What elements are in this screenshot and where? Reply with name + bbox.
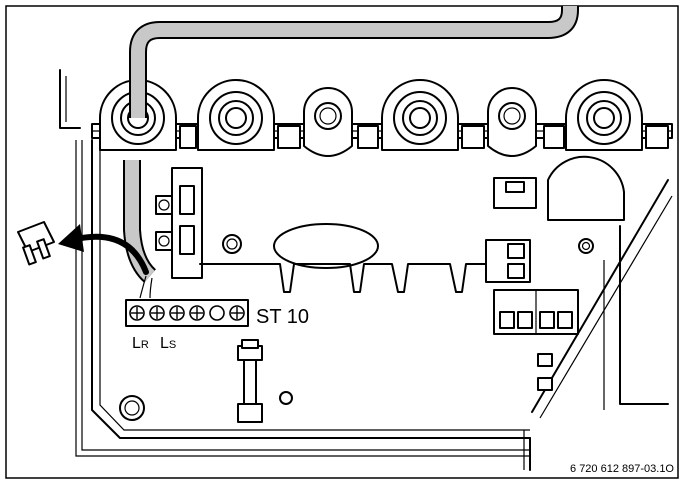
blind-gland-1	[303, 87, 353, 157]
small-pins	[537, 353, 553, 391]
ls-label: LS	[160, 335, 176, 352]
jumper-bridge-icon	[17, 221, 55, 266]
rail-clips	[179, 125, 669, 149]
lr-main: L	[132, 335, 141, 352]
diagram-frame	[5, 5, 679, 479]
mounting-bracket	[237, 339, 263, 423]
terminal-slots	[129, 305, 245, 321]
terminal-label: ST 10	[256, 306, 309, 328]
round-component	[547, 155, 625, 254]
connector-4pin	[493, 289, 579, 335]
removal-arrow-icon	[58, 224, 149, 275]
connector-upper	[493, 177, 537, 209]
fuse-holder	[155, 167, 203, 279]
figure-code: 6 720 612 897-03.1O	[570, 463, 674, 475]
ls-sub: S	[169, 339, 176, 351]
terminal-empty	[209, 305, 225, 321]
mounting-holes	[119, 391, 293, 421]
cable-gland-3	[381, 79, 459, 151]
cable-gland-4	[565, 79, 643, 151]
terminal-block-st10	[125, 299, 249, 327]
board-details	[199, 223, 491, 293]
lr-sub: R	[141, 339, 149, 351]
connector-vertical	[485, 239, 531, 283]
lr-label: LR	[132, 335, 149, 352]
blind-gland-2	[487, 87, 537, 157]
ls-main: L	[160, 335, 169, 352]
cable-gland-2	[197, 79, 275, 151]
